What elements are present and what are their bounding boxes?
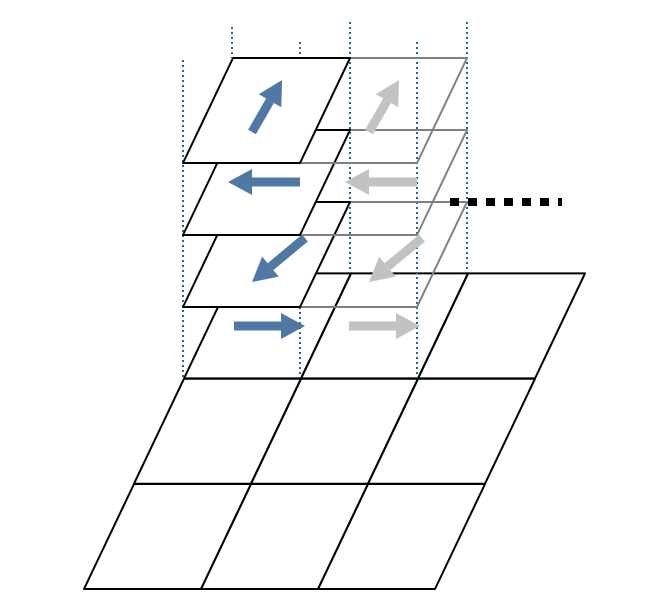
ghost-right-arrow-icon-head xyxy=(396,313,420,339)
ghost-up-right-arrow-icon-head xyxy=(375,80,399,108)
up-right-arrow-icon-head xyxy=(258,80,282,108)
left-arrow-icon-head xyxy=(228,169,252,195)
ghost-down-left-arrow-icon-shaft xyxy=(384,234,425,271)
ghost-down-left-arrow-icon-head xyxy=(369,256,396,282)
right-arrow-icon-head xyxy=(281,313,305,339)
down-left-arrow-icon-shaft xyxy=(267,234,308,271)
base-grid-cell xyxy=(317,483,486,590)
base-grid-cell xyxy=(367,377,536,485)
up-right-arrow-icon-shaft xyxy=(248,98,274,135)
ghost-up-right-arrow-icon-shaft xyxy=(365,98,391,135)
base-grid-cell xyxy=(417,272,586,380)
down-left-arrow-icon-head xyxy=(252,256,279,282)
ghost-left-arrow-icon-head xyxy=(345,169,369,195)
